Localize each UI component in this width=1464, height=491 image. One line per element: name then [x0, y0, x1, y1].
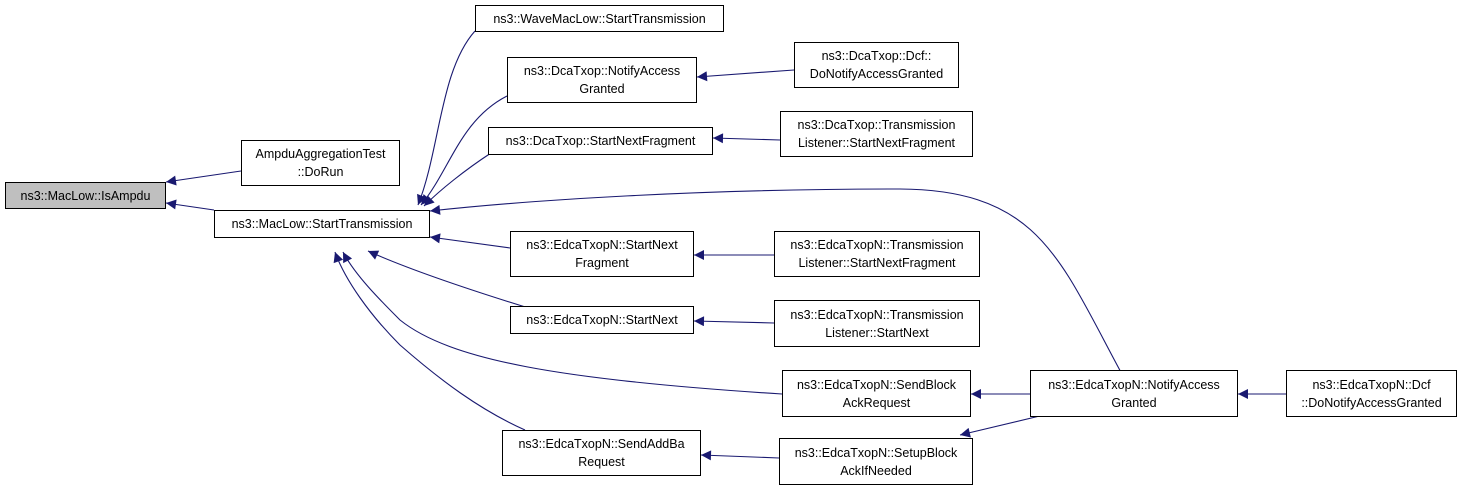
node-dcatxop-transmission-listener-start-next-fragment[interactable]: ns3::DcaTxop::Transmission Listener::Sta… [780, 111, 973, 157]
node-dcatxop-dcf-do-notify-access-granted[interactable]: ns3::DcaTxop::Dcf:: DoNotifyAccessGrante… [794, 42, 959, 88]
node-wavemaclow-start-transmission[interactable]: ns3::WaveMacLow::StartTransmission [475, 5, 724, 32]
edge-edca-notify-to-setupblockack [959, 413, 1049, 438]
node-edcatxopn-send-addba-request[interactable]: ns3::EdcaTxopN::SendAddBa Request [502, 430, 701, 476]
edge-dcatxop-notify-to-start-transmission [420, 95, 508, 206]
node-dcatxop-start-next-fragment[interactable]: ns3::DcaTxop::StartNextFragment [488, 127, 713, 155]
node-edcatxopn-send-block-ack-request[interactable]: ns3::EdcaTxopN::SendBlock AckRequest [782, 370, 971, 417]
node-edcatxopn-transmission-listener-start-next[interactable]: ns3::EdcaTxopN::Transmission Listener::S… [774, 300, 980, 347]
edge-edca-notify-to-start-transmission [429, 188, 1124, 377]
edge-dcatxop-startnextfrag-to-start-transmission [423, 152, 492, 207]
node-edcatxopn-transmission-listener-start-next-fragment[interactable]: ns3::EdcaTxopN::Transmission Listener::S… [774, 231, 980, 277]
node-maclow-start-transmission[interactable]: ns3::MacLow::StartTransmission [214, 210, 430, 238]
node-edcatxopn-start-next[interactable]: ns3::EdcaTxopN::StartNext [510, 306, 694, 334]
edge-tl-to-edca-startnext [693, 316, 775, 327]
edge-test-dorun-to-isampdu [165, 170, 242, 186]
edge-start-transmission-to-isampdu [165, 199, 215, 211]
edge-tl-to-dcatxop-startnextfrag [712, 133, 781, 144]
node-ampdu-aggregation-test-dorun[interactable]: AmpduAggregationTest ::DoRun [241, 140, 400, 186]
edge-edca-addba-to-start-transmission [333, 251, 526, 431]
node-edcatxopn-setup-block-ack-if-needed[interactable]: ns3::EdcaTxopN::SetupBlock AckIfNeeded [779, 438, 973, 485]
edge-wave-start-transmission-to-start-transmission [417, 30, 476, 206]
node-maclow-isampdu[interactable]: ns3::MacLow::IsAmpdu [5, 182, 166, 209]
edge-dcf-to-dcatxop-notify [696, 69, 795, 82]
node-edcatxopn-notify-access-granted[interactable]: ns3::EdcaTxopN::NotifyAccess Granted [1030, 370, 1238, 417]
node-edcatxopn-start-next-fragment[interactable]: ns3::EdcaTxopN::StartNext Fragment [510, 231, 694, 277]
edge-edca-startnext-to-start-transmission [367, 250, 536, 311]
edge-setupblockack-to-addba [700, 450, 780, 461]
edge-edca-sendblockack-to-start-transmission [342, 251, 783, 395]
node-edcatxopn-dcf-do-notify-access-granted[interactable]: ns3::EdcaTxopN::Dcf ::DoNotifyAccessGran… [1286, 370, 1457, 417]
edge-edca-startnextfrag-to-start-transmission [429, 233, 511, 249]
node-dcatxop-notify-access-granted[interactable]: ns3::DcaTxop::NotifyAccess Granted [507, 57, 697, 103]
